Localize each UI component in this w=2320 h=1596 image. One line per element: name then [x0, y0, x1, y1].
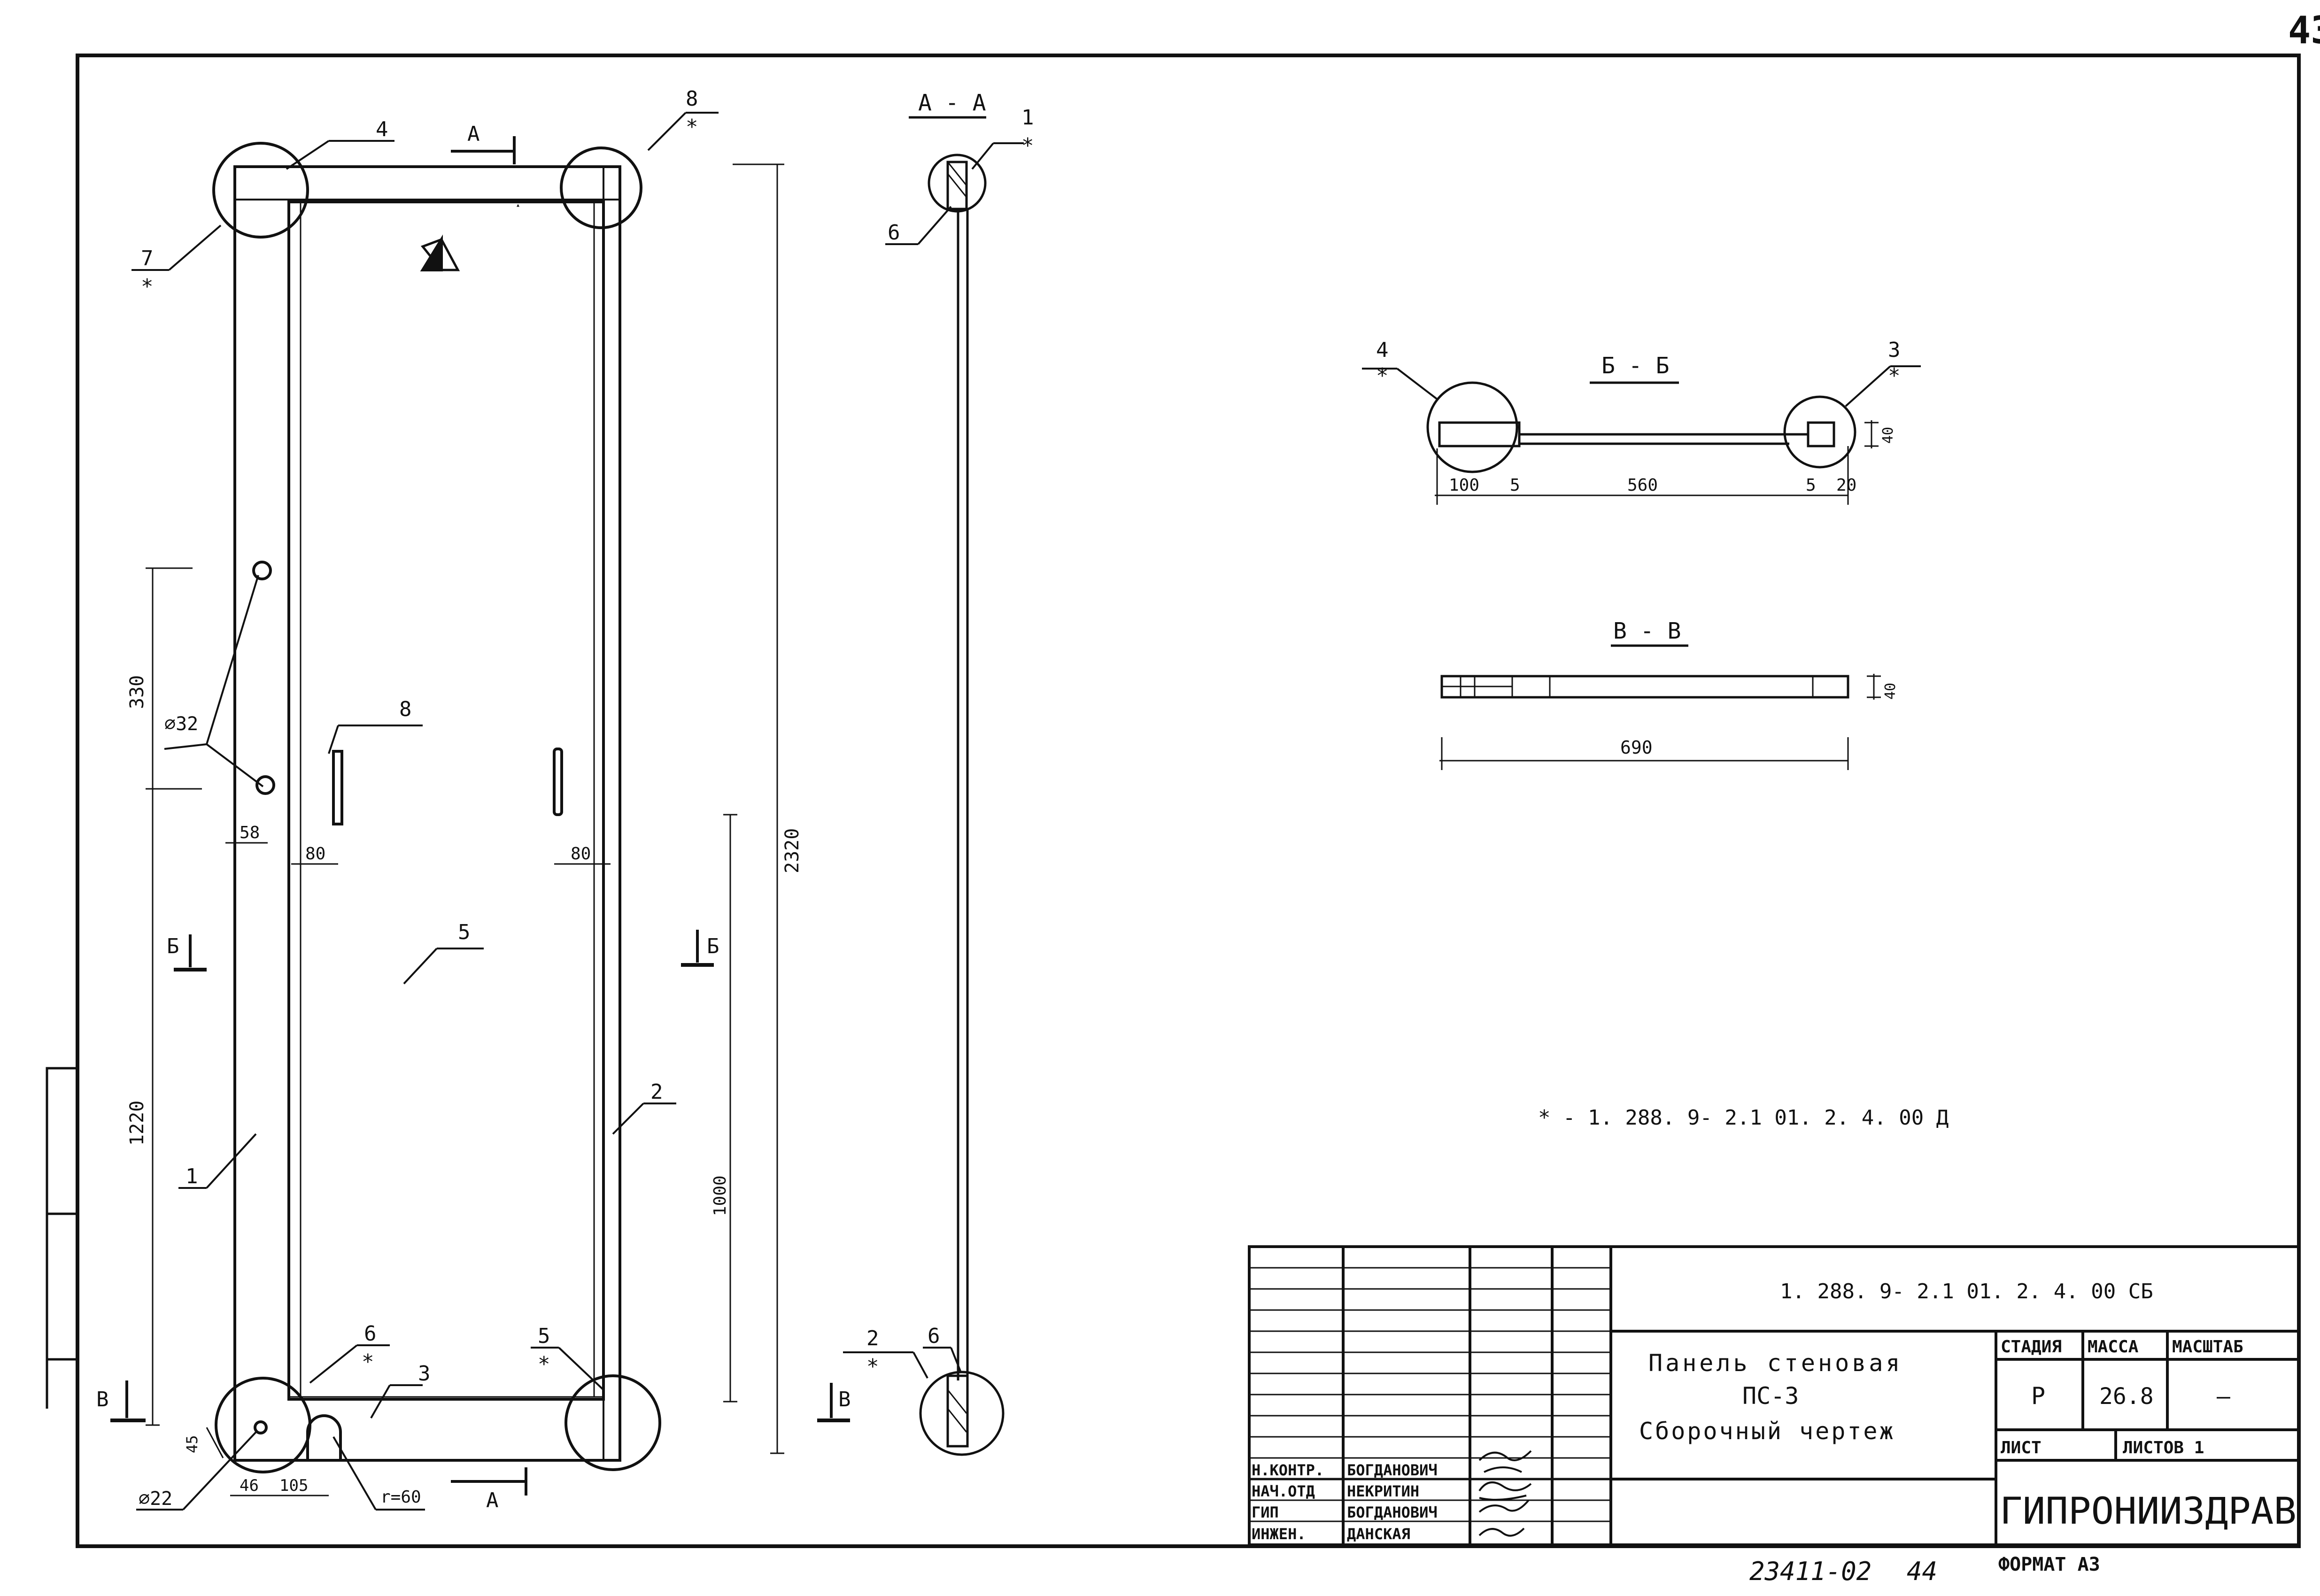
section-aa-title: А - А	[918, 90, 986, 116]
section-aa-labels: А - А 1 * 6 2 * 6 В	[838, 90, 1034, 1411]
dim-r60: r=60	[380, 1488, 421, 1507]
front-dimensions	[146, 163, 784, 1496]
dim-46: 46	[240, 1476, 259, 1495]
callout-3-bb: 3	[1888, 338, 1901, 362]
dim-bb-5a: 5	[1510, 476, 1520, 495]
scale-value: —	[2217, 1383, 2230, 1410]
star-2-aa: *	[866, 1355, 879, 1379]
sheet-label: ЛИСТ	[2001, 1438, 2042, 1457]
dim-45: 45	[183, 1435, 201, 1453]
callout-1-front: 1	[186, 1164, 198, 1188]
sig-role-2: НАЧ.ОТД	[1252, 1482, 1315, 1500]
title-block-labels: 1. 288. 9- 2.1 01. 2. 4. 00 СБ Панель ст…	[1252, 1280, 2297, 1543]
section-bb-view	[1362, 365, 1921, 505]
callout-5-corner: 5	[538, 1324, 550, 1348]
sig-role-3: ГИП	[1252, 1503, 1279, 1521]
cut-label-v-left: В	[96, 1388, 109, 1411]
archive-suffix: 44	[1907, 1557, 1937, 1586]
dim-bb-100: 100	[1449, 476, 1479, 495]
format-label: ФОРМАТ А3	[1998, 1554, 2100, 1575]
dim-vv-40: 40	[1882, 683, 1899, 700]
dim-2320: 2320	[781, 828, 803, 873]
star-4-bb: *	[1376, 364, 1389, 388]
mass-value: 26.8	[2099, 1383, 2154, 1410]
callout-6-aa-top: 6	[888, 221, 900, 245]
dim-1220: 1220	[126, 1101, 148, 1146]
page-number: 43	[2288, 8, 2320, 52]
doc-code: 1. 288. 9- 2.1 01. 2. 4. 00 СБ	[1780, 1280, 2153, 1303]
archive-number: 23411-02	[1749, 1557, 1871, 1586]
binding-edge-marks	[46, 1067, 79, 1409]
stage-header: СТАДИЯ	[2001, 1337, 2062, 1357]
callout-4-top: 4	[376, 117, 388, 141]
view-mark: ▲	[517, 203, 519, 208]
section-bb-labels: Б - Б 4 * 3 * 100 5 560 5 20 40	[1376, 338, 1901, 495]
front-leaders	[131, 112, 719, 1511]
sig-role-1: Н.КОНТР.	[1252, 1461, 1324, 1479]
cut-label-b-left: Б	[167, 934, 179, 958]
section-aa-view	[843, 116, 1024, 1456]
title-line-1: Панель стеновая	[1648, 1349, 1903, 1377]
section-bb-title: Б - Б	[1601, 353, 1670, 379]
section-vv-view	[1439, 644, 1881, 770]
organization: ГИПРОНИИЗДРАВ	[2000, 1490, 2297, 1533]
sig-name-2: НЕКРИТИН	[1347, 1482, 1419, 1500]
callout-5-center: 5	[458, 920, 471, 944]
dim-58: 58	[240, 823, 260, 842]
cut-label-a-top: А	[467, 122, 480, 146]
sig-role-4: ИНЖЕН.	[1252, 1525, 1306, 1543]
dim-bb-40: 40	[1880, 427, 1896, 444]
dim-bb-560: 560	[1627, 476, 1658, 495]
mass-header: МАССА	[2088, 1337, 2139, 1357]
cut-label-a-bottom: А	[486, 1488, 499, 1512]
reference-note: * - 1. 288. 9- 2.1 01. 2. 4. 00 Д	[1538, 1106, 1949, 1130]
star-3-bb: *	[1888, 364, 1901, 388]
section-vv-labels: В - В 690 40	[1613, 618, 1899, 758]
dim-330: 330	[126, 675, 148, 709]
sig-name-1: БОГДАНОВИЧ	[1347, 1461, 1438, 1479]
cut-label-v-right: В	[838, 1388, 851, 1411]
star-8-top: *	[686, 115, 698, 139]
callout-7: 7	[141, 247, 154, 270]
signature-scribbles	[1478, 1450, 1532, 1537]
callout-2-aa: 2	[866, 1326, 879, 1350]
sig-name-4: ДАНСКАЯ	[1347, 1525, 1410, 1543]
stage-value: Р	[2031, 1382, 2045, 1410]
sheets-label: ЛИСТОВ 1	[2123, 1438, 2204, 1457]
dim-dia-22: ⌀22	[139, 1488, 172, 1510]
title-line-2: ПС-3	[1742, 1382, 1799, 1410]
dim-105: 105	[279, 1476, 308, 1495]
dim-vv-690: 690	[1620, 737, 1653, 758]
callout-3: 3	[418, 1362, 431, 1386]
star-5-corner: *	[538, 1352, 550, 1376]
callout-8-handle: 8	[399, 697, 412, 721]
section-vv-title: В - В	[1613, 618, 1681, 644]
sig-name-3: БОГДАНОВИЧ	[1347, 1503, 1438, 1521]
front-view	[212, 142, 661, 1473]
title-line-3: Сборочный чертеж	[1639, 1418, 1895, 1445]
dim-80-left: 80	[305, 844, 325, 864]
star-1-aa: *	[1021, 134, 1034, 158]
star-6-front: *	[362, 1350, 374, 1374]
callout-8-top: 8	[686, 87, 698, 111]
title-block	[1248, 1245, 2300, 1546]
callout-4-bb: 4	[1376, 338, 1389, 362]
dim-1000: 1000	[711, 1175, 730, 1216]
scale-header: МАСШТАБ	[2172, 1337, 2243, 1357]
dim-bb-5b: 5	[1806, 476, 1816, 495]
dim-bb-20: 20	[1836, 476, 1856, 495]
cut-markers	[110, 136, 850, 1496]
title-block-rows	[1249, 1267, 1611, 1522]
dim-80-right: 80	[571, 844, 591, 864]
star-7: *	[141, 275, 154, 299]
callout-6-front: 6	[364, 1322, 377, 1346]
dim-dia-32: ⌀32	[164, 713, 198, 735]
callout-2: 2	[650, 1080, 663, 1104]
front-labels: 4 А 8 * 7 * ▲ 330 ⌀32 8 58 80 80 5 Б Б 2…	[96, 87, 803, 1512]
callout-1-aa: 1	[1021, 106, 1034, 130]
callout-6-aa-bottom: 6	[928, 1324, 940, 1348]
sheet-border	[76, 54, 2301, 1548]
cut-label-b-right: Б	[707, 934, 719, 958]
